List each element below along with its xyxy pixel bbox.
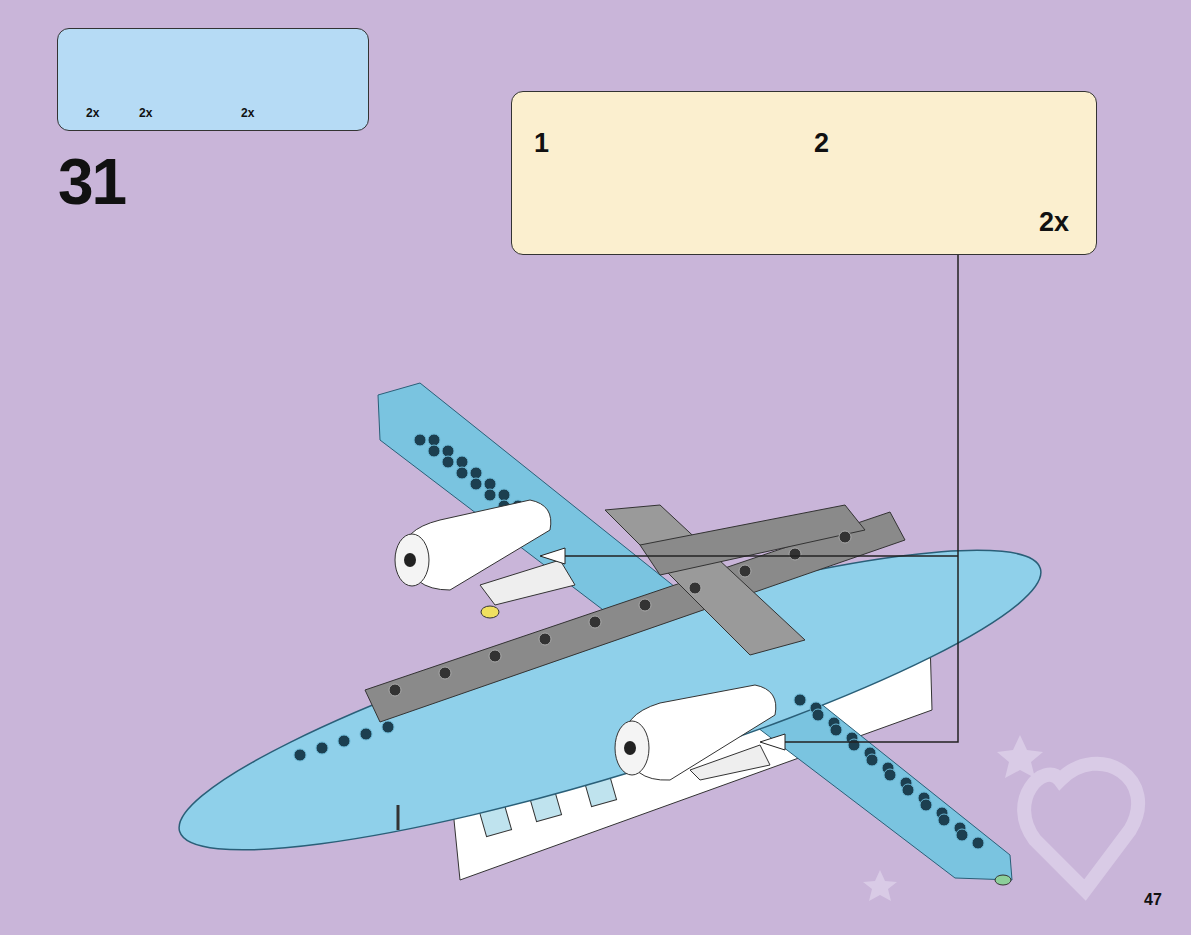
stud — [439, 667, 451, 679]
airplane — [158, 383, 1063, 903]
quantity-label: 2x — [1039, 209, 1069, 236]
stud — [489, 650, 501, 662]
stud — [539, 633, 551, 645]
stud — [442, 456, 454, 468]
stud — [902, 784, 914, 796]
stud — [414, 434, 426, 446]
stud — [830, 724, 842, 736]
stud — [956, 829, 968, 841]
stud — [456, 456, 468, 468]
stud — [382, 721, 394, 733]
stud — [470, 467, 482, 479]
stud — [848, 739, 860, 751]
stud — [360, 728, 372, 740]
stud — [428, 445, 440, 457]
page-number: 47 — [1144, 892, 1162, 908]
stud — [794, 694, 806, 706]
callout-box: 1 2 2x — [511, 91, 1097, 255]
stud — [789, 548, 801, 560]
stud — [689, 582, 701, 594]
stud — [498, 489, 510, 501]
parts-list-box: 2x 2x 2x — [57, 28, 369, 131]
stud — [484, 478, 496, 490]
stud — [456, 467, 468, 479]
step-number: 31 — [58, 150, 125, 214]
stud — [389, 684, 401, 696]
part-quantity: 2x — [139, 107, 152, 119]
stud — [338, 735, 350, 747]
stud — [839, 531, 851, 543]
stud — [442, 445, 454, 457]
arrow-head — [760, 734, 785, 750]
substep-number: 2 — [814, 130, 829, 157]
substep-number: 1 — [534, 130, 549, 157]
part-quantity: 2x — [241, 107, 254, 119]
stud — [639, 599, 651, 611]
leader-arrow — [555, 255, 958, 742]
stud — [938, 814, 950, 826]
stud — [739, 565, 751, 577]
heart-watermark — [1024, 764, 1138, 890]
stud — [972, 837, 984, 849]
stud — [294, 749, 306, 761]
stud — [484, 489, 496, 501]
stud — [470, 478, 482, 490]
stud — [589, 616, 601, 628]
arrow-head — [540, 548, 565, 564]
stud — [920, 799, 932, 811]
star-watermark — [863, 870, 897, 901]
stud — [428, 434, 440, 446]
stud — [316, 742, 328, 754]
part-quantity: 2x — [86, 107, 99, 119]
stud — [866, 754, 878, 766]
stud — [884, 769, 896, 781]
stud — [812, 709, 824, 721]
star-watermark — [997, 735, 1043, 778]
